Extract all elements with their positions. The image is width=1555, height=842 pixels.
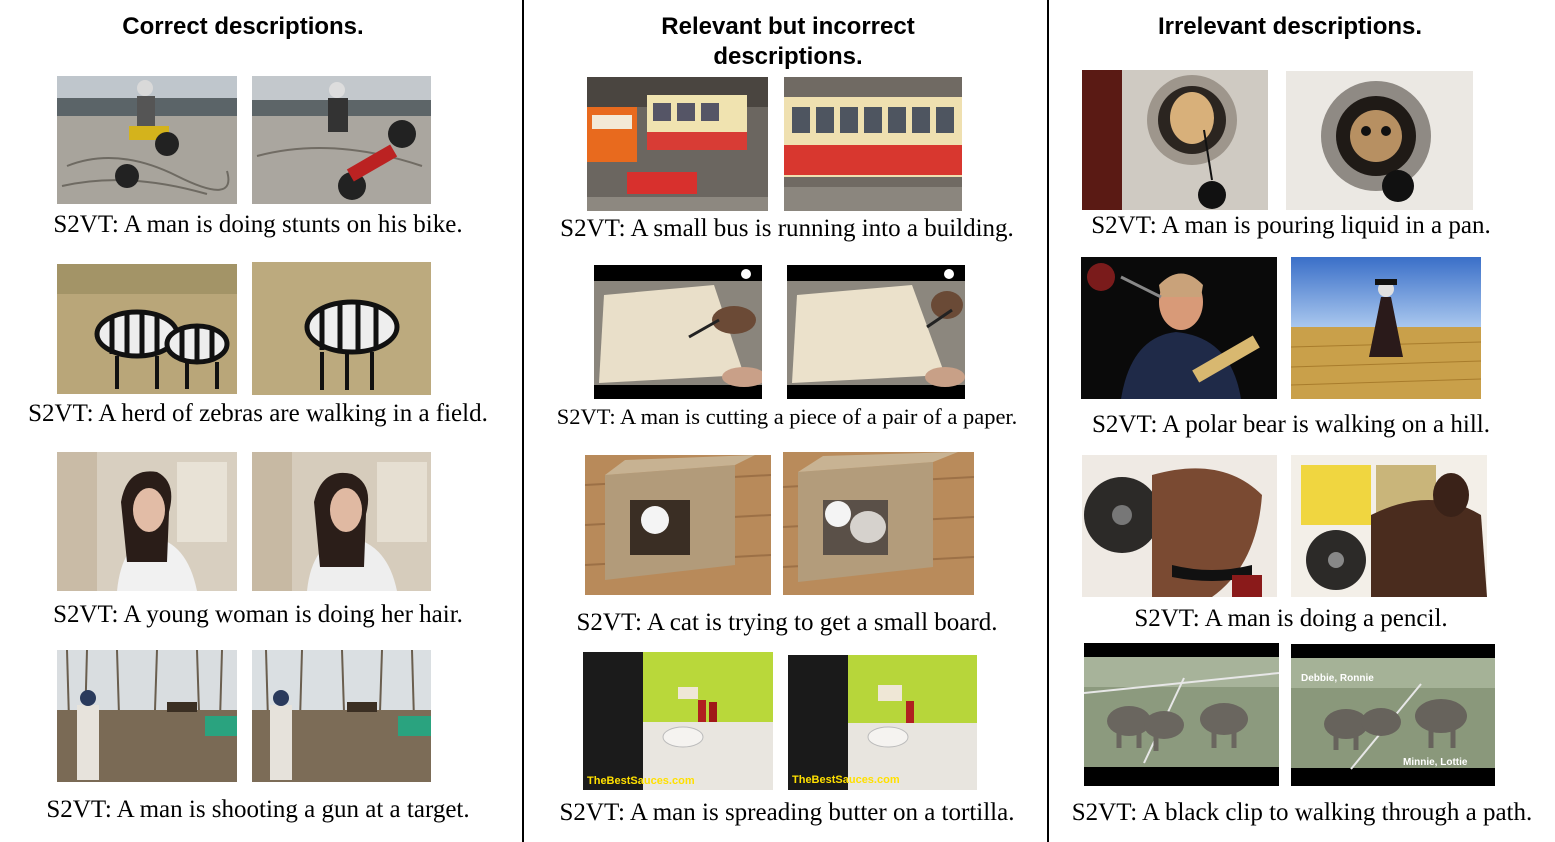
generated-caption: S2VT: A man is shooting a gun at a targe… — [46, 796, 470, 823]
generated-caption: S2VT: A man is doing a pencil. — [1134, 605, 1448, 632]
video-frame-thumbnail — [787, 265, 965, 399]
video-frame-thumbnail — [252, 650, 431, 782]
column-title-line: descriptions. — [713, 43, 863, 70]
watermark-text: TheBestSauces.com — [792, 774, 900, 786]
column-divider — [522, 0, 524, 842]
video-frame-thumbnail — [57, 452, 237, 591]
video-frame-thumbnail — [783, 452, 974, 595]
video-frame-thumbnail — [784, 77, 962, 211]
video-frame-thumbnail: TheBestSauces.com — [583, 652, 773, 790]
generated-caption: S2VT: A polar bear is walking on a hill. — [1091, 411, 1490, 438]
video-frame-thumbnail — [1084, 643, 1279, 786]
column-title-irrelevant: Irrelevant descriptions. — [1157, 13, 1423, 40]
generated-caption: S2VT: A man is cutting a piece of a pair… — [556, 404, 1018, 429]
column-divider — [1047, 0, 1049, 842]
generated-caption: S2VT: A small bus is running into a buil… — [560, 215, 1014, 242]
video-frame-thumbnail — [252, 452, 431, 591]
column-title-relevant-incorrect: Relevant but incorrect descriptions. — [540, 12, 1036, 72]
video-frame-thumbnail — [587, 77, 768, 211]
video-frame-thumbnail: Debbie, Ronnie Minnie, Lottie — [1291, 644, 1495, 786]
generated-caption: S2VT: A herd of zebras are walking in a … — [28, 400, 488, 427]
column-title-line: Relevant but incorrect — [661, 13, 915, 40]
video-frame-thumbnail: TheBestSauces.com — [788, 655, 977, 790]
video-frame-thumbnail — [1082, 455, 1277, 597]
generated-caption: S2VT: A man is spreading butter on a tor… — [559, 799, 1015, 826]
generated-caption: S2VT: A man is pouring liquid in a pan. — [1091, 212, 1491, 239]
video-frame-thumbnail — [57, 264, 237, 394]
watermark-text: TheBestSauces.com — [587, 775, 695, 787]
video-frame-thumbnail — [57, 650, 237, 782]
video-frame-thumbnail — [57, 76, 237, 204]
overlay-name-text: Debbie, Ronnie — [1301, 673, 1374, 684]
video-frame-thumbnail — [252, 262, 431, 395]
video-frame-thumbnail — [1291, 455, 1487, 597]
video-frame-thumbnail — [252, 76, 431, 204]
video-frame-thumbnail — [594, 265, 762, 399]
video-frame-thumbnail — [1286, 71, 1473, 210]
generated-caption: S2VT: A man is doing stunts on his bike. — [53, 211, 463, 238]
generated-caption: S2VT: A cat is trying to get a small boa… — [576, 609, 998, 636]
video-frame-thumbnail — [1082, 70, 1268, 210]
video-frame-thumbnail — [1291, 257, 1481, 399]
video-frame-thumbnail — [1081, 257, 1277, 399]
video-frame-thumbnail — [585, 455, 771, 595]
generated-caption: S2VT: A black clip to walking through a … — [1071, 799, 1533, 826]
overlay-name-text: Minnie, Lottie — [1403, 757, 1468, 768]
generated-caption: S2VT: A young woman is doing her hair. — [53, 601, 463, 628]
column-title-correct: Correct descriptions. — [122, 13, 364, 40]
